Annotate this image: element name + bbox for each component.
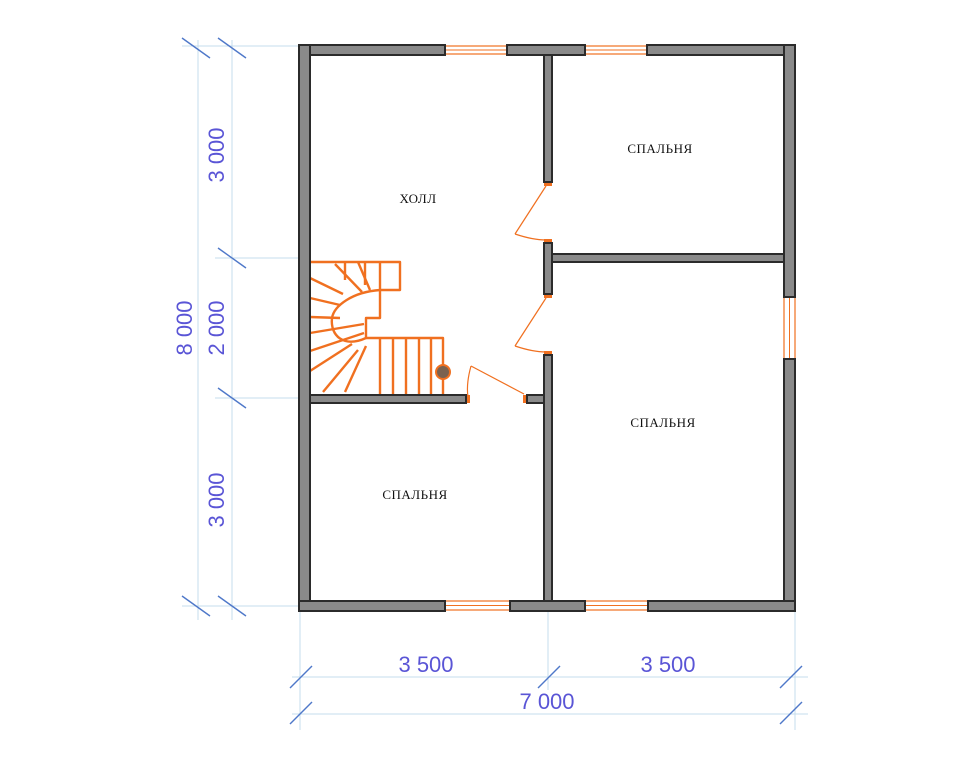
- dim-vertical-top: 3 000: [204, 127, 229, 182]
- door-hall-to-right-bedroom[interactable]: [514, 294, 552, 355]
- room-label-hall: ХОЛЛ: [399, 191, 436, 206]
- wall-interior-vertical-top: [543, 54, 553, 183]
- dim-vertical-middle: 2 000: [204, 300, 229, 355]
- walls: [298, 44, 796, 612]
- wall-right-lower: [783, 358, 796, 612]
- wall-left: [298, 44, 311, 612]
- room-label-bedroom-bottom-left: СПАЛЬНЯ: [382, 487, 447, 502]
- wall-bottom-right: [647, 600, 796, 612]
- wall-top-left: [298, 44, 446, 56]
- room-label-bedroom-bottom-right: СПАЛЬНЯ: [630, 415, 695, 430]
- wall-interior-horizontal-left: [309, 394, 467, 404]
- wall-top-middle: [506, 44, 586, 56]
- dim-horizontal-total: 7 000: [519, 689, 574, 714]
- wall-interior-vertical-bottom: [543, 354, 553, 602]
- wall-bottom-middle: [509, 600, 586, 612]
- dim-horizontal-right: 3 500: [640, 652, 695, 677]
- wall-right-upper: [783, 44, 796, 298]
- wall-bottom-left: [298, 600, 446, 612]
- door-hall-to-left-bedroom[interactable]: [466, 365, 527, 403]
- wall-top-right: [646, 44, 796, 56]
- wall-interior-horizontal-right: [551, 253, 785, 263]
- door-hall-to-top-bedroom[interactable]: [514, 182, 552, 243]
- dim-horizontal-left: 3 500: [398, 652, 453, 677]
- staircase: [309, 260, 451, 394]
- dimension-lines: [182, 40, 808, 730]
- room-label-bedroom-top-right: СПАЛЬНЯ: [627, 141, 692, 156]
- newel-post: [435, 364, 451, 380]
- dimension-ticks: [181, 37, 803, 725]
- dim-vertical-bottom: 3 000: [204, 472, 229, 527]
- wall-interior-horizontal-stub: [526, 394, 545, 404]
- dim-vertical-total: 8 000: [172, 300, 197, 355]
- windows: [444, 45, 796, 611]
- wall-interior-vertical-middle: [543, 242, 553, 295]
